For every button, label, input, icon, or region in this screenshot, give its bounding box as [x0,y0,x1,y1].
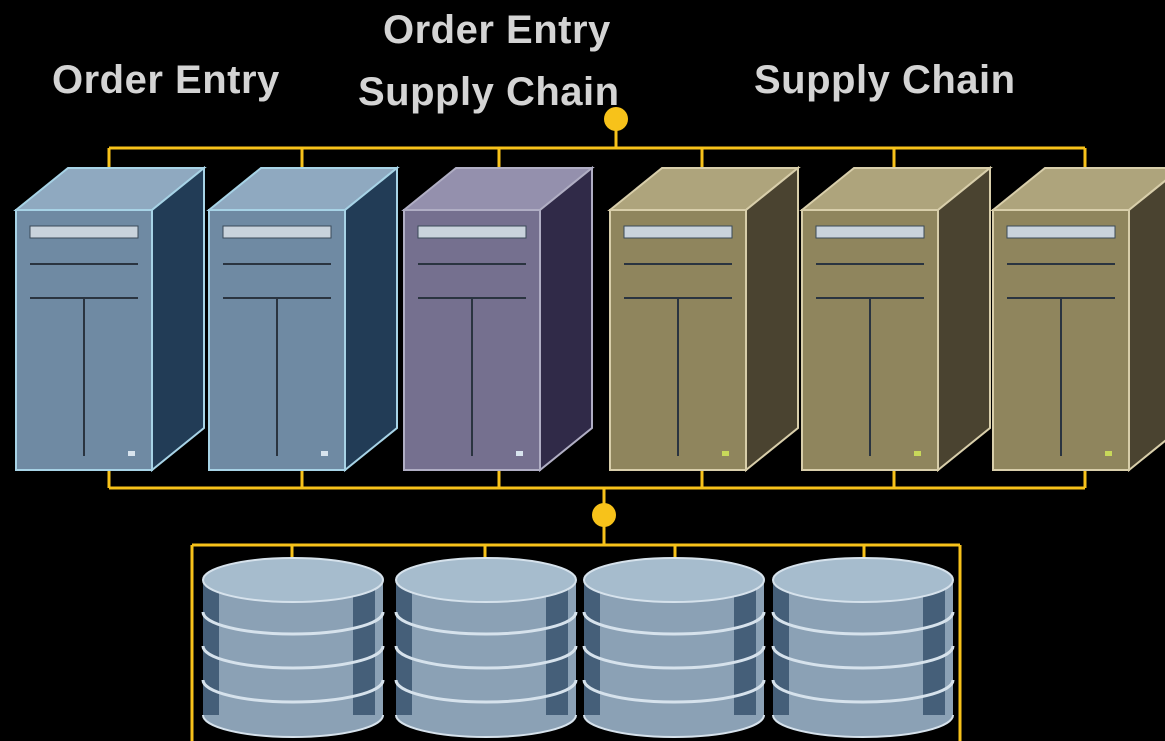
storage-disk-4-band-left [773,580,789,715]
server-6-led [1105,451,1112,456]
server-4-led [722,451,729,456]
label-order-entry-middle: Order Entry [383,8,611,52]
storage-disk-3-top [583,557,765,603]
storage-disk-2-base [395,714,577,738]
server-4-side [745,165,799,473]
storage-disk-1-band-left [203,580,219,715]
server-3-side [539,165,593,473]
server-2-side [344,165,398,473]
server-3 [401,165,595,473]
storage-disk-3-base [583,714,765,738]
storage-disk-2-platter-3 [394,679,578,704]
storage-disk-4-band-right [923,580,945,715]
server-5-drive-bay [815,225,925,239]
storage-disk-4-top [772,557,954,603]
server-6-drive-bay [1006,225,1116,239]
top-hub-node [604,107,628,131]
label-supply-chain-middle: Supply Chain [358,70,620,114]
server-1 [13,165,207,473]
server-3-drive-bay [417,225,527,239]
storage-disk-1 [201,557,385,738]
storage-disk-1-band-right [353,580,375,715]
storage-disk-4-platter-2 [771,645,955,670]
storage-disk-3-band-right [734,580,756,715]
storage-disk-3-band-left [584,580,600,715]
bottom-hub-node [592,503,616,527]
server-6 [990,167,1165,473]
storage-disk-2-band-right [546,580,568,715]
storage-array [201,557,955,738]
server-2 [206,165,400,473]
server-5-led [914,451,921,456]
network-connectors [107,120,1087,741]
server-5 [799,165,993,473]
server-6-side [1128,179,1165,473]
storage-disk-2-platter-2 [394,645,578,670]
server-4-drive-bay [623,225,733,239]
label-order-entry: Order Entry [52,58,280,102]
storage-disk-1-base [202,714,384,738]
server-3-led [516,451,523,456]
server-1-drive-bay [29,225,139,239]
storage-disk-2 [394,557,578,738]
storage-disk-4-platter-3 [771,679,955,704]
storage-disk-3-platter-3 [582,679,766,704]
storage-disk-4-base [772,714,954,738]
storage-disk-1-platter-2 [201,645,385,670]
server-4 [607,165,801,473]
server-1-led [128,451,135,456]
storage-disk-3 [582,557,766,738]
label-supply-chain: Supply Chain [754,58,1016,102]
storage-disk-2-top [395,557,577,603]
server-5-side [937,165,991,473]
storage-disk-1-top [202,557,384,603]
storage-disk-3-platter-1 [582,611,766,636]
storage-disk-4 [771,557,955,738]
server-1-side [151,165,205,473]
server-2-drive-bay [222,225,332,239]
storage-disk-2-platter-1 [394,611,578,636]
storage-disk-3-platter-2 [582,645,766,670]
storage-disk-1-platter-3 [201,679,385,704]
storage-disk-4-platter-1 [771,611,955,636]
server-2-led [321,451,328,456]
storage-disk-2-band-left [396,580,412,715]
server-rack [13,165,1165,473]
storage-disk-1-platter-1 [201,611,385,636]
hub-nodes [592,107,628,527]
